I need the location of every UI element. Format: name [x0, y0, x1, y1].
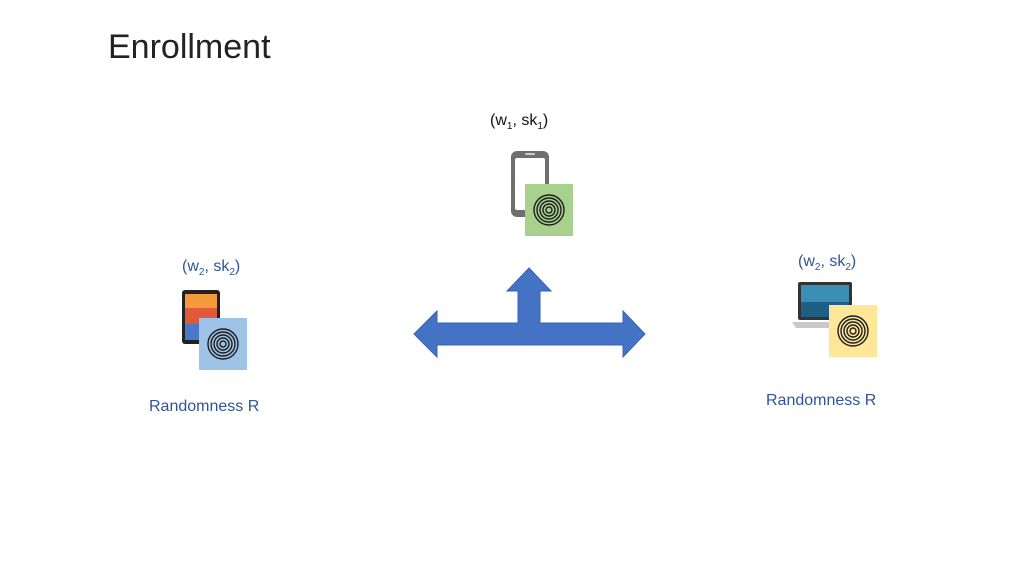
- right-device-label: (w2, sk2): [798, 253, 857, 274]
- top-device-label: (w1, sk1): [490, 112, 549, 133]
- slide-title: Enrollment: [108, 28, 271, 66]
- fingerprint-icon: [525, 184, 573, 236]
- left-device-label: (w2, sk2): [182, 258, 241, 279]
- fingerprint-icon: [199, 318, 247, 370]
- randomness-label-right: Randomness R: [766, 392, 877, 409]
- fingerprint-icon: [829, 305, 877, 357]
- randomness-label-left: Randomness R: [149, 398, 260, 415]
